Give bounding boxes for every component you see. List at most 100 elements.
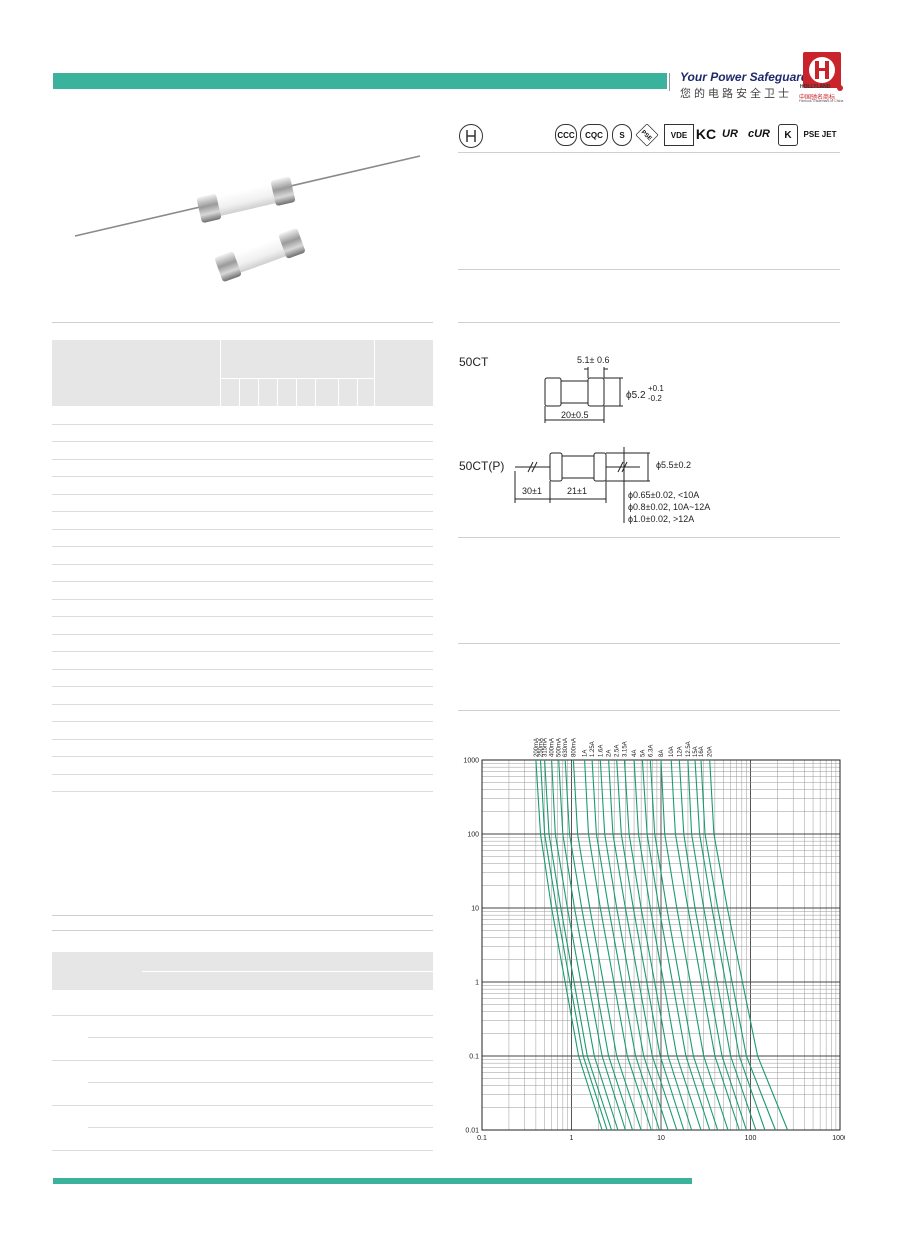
series-curve-6.3A	[649, 759, 719, 1131]
y-tick-label: 0.1	[469, 1054, 479, 1061]
spec-table-row	[52, 791, 433, 792]
series-label: 400mA	[550, 738, 556, 757]
x-tick-label: 100	[745, 1135, 757, 1142]
dim-p-diameter: ϕ5.5±0.2	[656, 460, 692, 470]
cert-cqc-icon: CQC	[580, 124, 608, 146]
series-curve-630mA	[564, 759, 634, 1131]
series-label: 10A	[669, 746, 675, 757]
spec-table-row	[52, 546, 433, 547]
test-table-row	[88, 1082, 433, 1083]
series-label: 12.5A	[686, 741, 692, 757]
spec-table-row	[52, 739, 433, 740]
spec-table-row	[52, 669, 433, 670]
series-label: 250mA	[539, 738, 545, 757]
series-label: 2.5A	[615, 745, 621, 757]
test-table-row	[52, 1060, 433, 1061]
spec-table-row	[52, 564, 433, 565]
right-divider	[458, 322, 840, 323]
series-curve-8A	[660, 759, 729, 1131]
dim-diameter: ϕ5.2	[626, 390, 646, 401]
series-label: 1A	[583, 750, 589, 757]
wire-note: ϕ1.0±0.02, >12A	[628, 514, 695, 524]
series-label: 2A	[607, 750, 613, 757]
logo-name: HOLLYLAND	[800, 84, 831, 90]
series-curve-20A	[709, 759, 789, 1131]
series-curve-200mA	[535, 759, 603, 1131]
spec-table-row	[52, 529, 433, 530]
series-curve-4A	[633, 759, 702, 1131]
series-curve-12.5A	[687, 759, 757, 1131]
dimension-drawing	[500, 345, 750, 535]
series-label: 15A	[693, 746, 699, 757]
y-tick-label: 10	[471, 906, 479, 913]
series-label: 200mA	[534, 738, 540, 757]
series-label: 12A	[677, 746, 683, 757]
logo-caption: 中国驰名商标	[799, 95, 836, 101]
series-label: 800mA	[571, 738, 577, 757]
dim-p-lead: 30±1	[522, 486, 542, 496]
cert-vde-icon: VDE	[664, 124, 694, 146]
right-divider	[458, 710, 840, 711]
series-curve-1.6A	[599, 759, 669, 1131]
spec-table-row	[52, 599, 433, 600]
y-tick-label: 1000	[463, 758, 479, 765]
holly-mark-icon	[459, 124, 483, 148]
x-tick-label: 1000	[832, 1135, 845, 1142]
series-curve-400mA	[551, 759, 619, 1131]
cert-ccc-icon: CCC	[555, 124, 577, 146]
spec-table-header	[52, 340, 433, 406]
series-curve-16A	[700, 759, 776, 1131]
series-curve-15A	[694, 759, 766, 1131]
test-table-row	[52, 1105, 433, 1106]
right-divider	[458, 269, 840, 270]
series-curve-3.15A	[623, 759, 693, 1131]
y-tick-label: 1	[475, 980, 479, 987]
cert-cur-icon: cUR	[747, 128, 770, 140]
brand-chinese: 您的电路安全卫士	[680, 88, 792, 100]
model-50ct-label: 50CT	[459, 355, 489, 369]
brand-slogan: Your Power SafeguardTM	[680, 70, 817, 84]
series-curve-500mA	[558, 759, 626, 1131]
series-label: 630mA	[563, 738, 569, 757]
wire-note: ϕ0.65±0.02, <10A	[628, 490, 700, 500]
cert-ur-icon: UR	[722, 128, 738, 140]
x-tick-label: 0.1	[477, 1135, 487, 1142]
spec-table-row	[52, 581, 433, 582]
test-table-row	[88, 1037, 433, 1038]
right-divider	[458, 537, 840, 538]
series-curve-250mA	[539, 759, 608, 1131]
series-label: 6.3A	[648, 745, 654, 757]
spec-table-row	[52, 511, 433, 512]
series-label: 500mA	[557, 738, 563, 757]
series-curve-1.25A	[591, 759, 660, 1131]
series-label: 315mA	[543, 738, 549, 757]
series-curve-10A	[670, 759, 740, 1131]
spec-table-row	[52, 476, 433, 477]
series-label: 3.15A	[622, 741, 628, 757]
series-label: 16A	[699, 746, 705, 757]
spec-table-row	[52, 721, 433, 722]
test-table-header-line	[142, 971, 433, 972]
spec-table-row	[52, 704, 433, 705]
cert-k-icon: K	[778, 124, 798, 146]
series-label: 4A	[632, 750, 638, 757]
spec-table-row	[52, 634, 433, 635]
spec-table-row	[52, 459, 433, 460]
right-divider	[458, 152, 840, 153]
y-tick-label: 100	[467, 832, 479, 839]
spec-table-row	[52, 494, 433, 495]
test-table-row	[52, 1015, 433, 1016]
cert-jet-icon: PSE JET	[803, 129, 837, 139]
right-divider	[458, 643, 840, 644]
x-tick-label: 10	[657, 1135, 665, 1142]
series-curve-2.5A	[616, 759, 685, 1131]
series-curve-315mA	[544, 759, 613, 1131]
left-divider	[52, 930, 433, 931]
series-curve-12A	[678, 759, 747, 1131]
series-curve-1A	[584, 759, 652, 1131]
dim-total-length: 20±0.5	[561, 410, 589, 420]
header-divider	[669, 73, 670, 91]
series-label: 1.25A	[590, 741, 596, 757]
cert-pse-icon: PSE	[635, 123, 659, 147]
test-table-row	[88, 1127, 433, 1128]
